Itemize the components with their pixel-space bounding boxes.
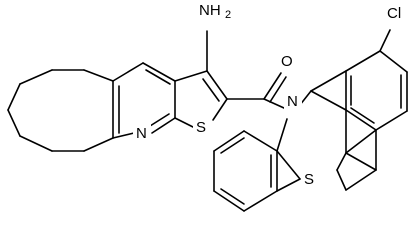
lower-benzene-ring xyxy=(213,130,301,212)
phenothiazine-n-label: N xyxy=(284,92,302,112)
chlorine-text: Cl xyxy=(387,5,401,22)
chlorine-label: Cl xyxy=(385,3,409,25)
carbonyl-o-text: O xyxy=(281,53,293,70)
thiophene-s-text: S xyxy=(196,119,206,136)
chlorobenzene-ring xyxy=(310,29,408,131)
molecule-structure: NH 2 O Cl N S N S xyxy=(7,0,409,212)
pyridine-ring xyxy=(112,62,176,139)
pyridine-n-text: N xyxy=(136,125,147,142)
cyclooctane-ring xyxy=(7,69,114,152)
amine-n-text: NH xyxy=(199,2,221,19)
phenothiazine-n-text: N xyxy=(287,93,298,110)
right-benzene-ring xyxy=(336,129,377,191)
carbonyl-o-label: O xyxy=(279,53,295,71)
thiophene-s-label: S xyxy=(193,118,211,138)
amine-subscript-text: 2 xyxy=(225,9,231,21)
phenothiazine-s-text: S xyxy=(304,171,314,188)
phenothiazine-s-label: S xyxy=(301,170,319,190)
amine-label: NH 2 xyxy=(197,0,233,22)
thiazine-ring xyxy=(276,90,347,180)
pyridine-n-label: N xyxy=(133,124,151,144)
carbonyl-group xyxy=(226,72,287,109)
thiophene-ring xyxy=(174,70,228,128)
